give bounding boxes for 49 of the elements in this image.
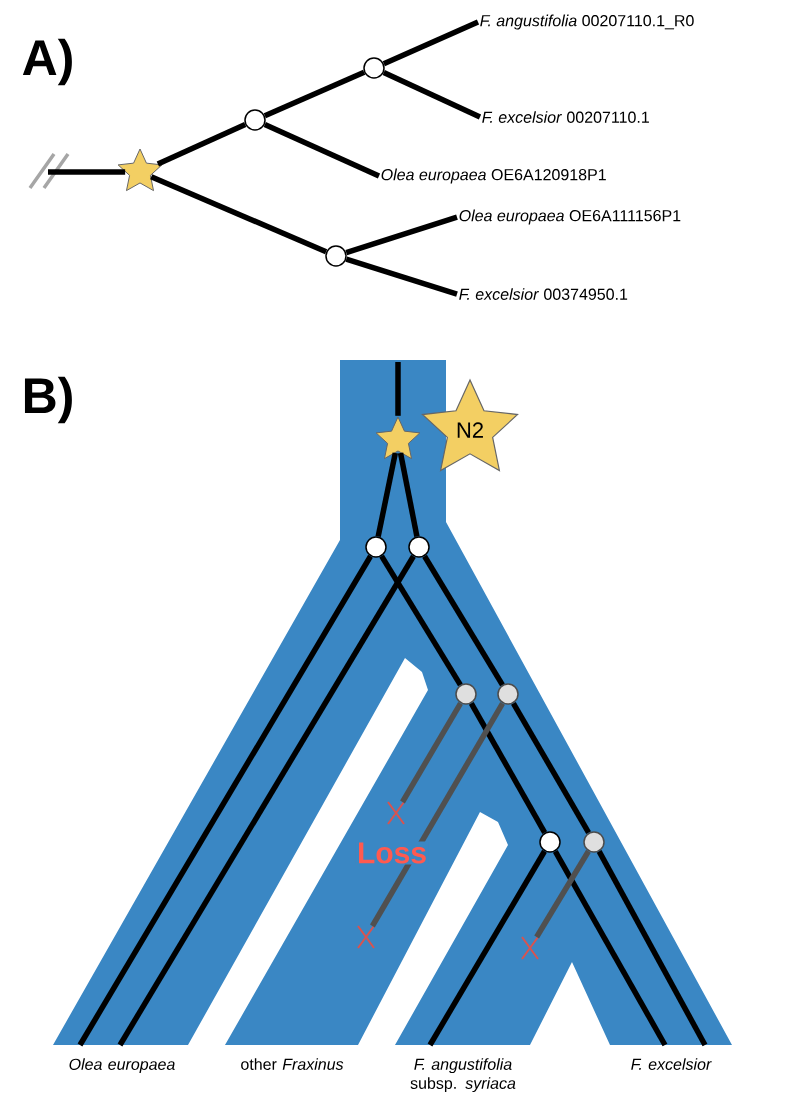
branch-line [534, 849, 591, 939]
species-label: F. angustifolia subsp. syriaca [410, 1058, 516, 1093]
branch-line [370, 701, 505, 928]
branch-line [468, 702, 548, 834]
leaf-label: F. angustifolia 00207110.1_R0 [480, 14, 694, 30]
species-label: other Fraxinus [241, 1058, 344, 1070]
node-circle [244, 109, 266, 131]
loss-cross [357, 925, 375, 949]
star-marker [375, 416, 421, 460]
node-circle [325, 245, 347, 267]
branch-line [117, 554, 416, 1047]
branch-line [511, 701, 591, 835]
branch-line [345, 214, 458, 256]
node-circle [365, 536, 387, 558]
node-circle [497, 683, 519, 705]
branch-line [345, 256, 458, 297]
loss-cross [521, 936, 539, 960]
node-circle [455, 683, 477, 705]
panel-label: A) [22, 38, 72, 86]
branch-line [400, 701, 463, 804]
branch-line [552, 850, 668, 1047]
loss-cross [387, 801, 405, 825]
node-circle [583, 831, 605, 853]
leaf-label: Olea europaea OE6A111156P1 [459, 209, 681, 225]
node-circle [539, 831, 561, 853]
branch-line [379, 554, 463, 687]
branch-line [596, 850, 708, 1047]
leaf-label: Olea europaea OE6A120918P1 [381, 168, 606, 184]
branch-line [422, 554, 505, 687]
node-circle [363, 57, 385, 79]
branch-line [382, 70, 482, 120]
branch-line [427, 849, 547, 1047]
branch-line [375, 452, 398, 538]
branch-line [382, 19, 480, 67]
branch-line [48, 169, 126, 175]
branch-line [397, 452, 420, 537]
node-circle [408, 536, 430, 558]
star-marker [117, 148, 163, 192]
branch-line [263, 69, 366, 119]
branch-line [263, 121, 381, 179]
branch-line [156, 121, 247, 167]
species-label: Olea europaea [69, 1058, 175, 1074]
branch-line [395, 362, 401, 416]
leaf-label: F. excelsior 00374950.1 [459, 288, 628, 300]
panel-label: B) [24, 376, 72, 424]
branch-line [150, 174, 328, 255]
leaf-label: F. excelsior 00207110.1 [482, 111, 649, 123]
branch-line [77, 554, 373, 1047]
species-label: F. excelsior [631, 1058, 712, 1070]
